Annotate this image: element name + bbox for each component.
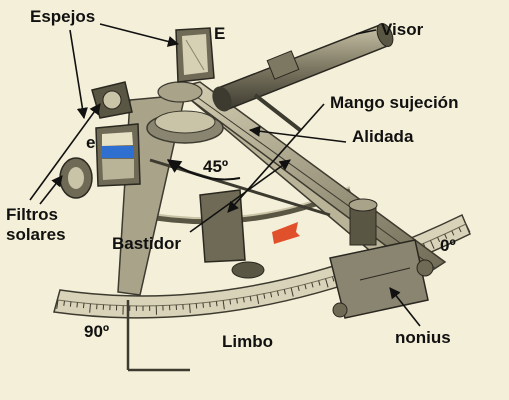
label-espejos: Espejos [30,7,96,26]
scale-tick [283,289,286,295]
scale-tick [331,276,335,282]
telescope-icon [212,23,394,132]
scale-tick [229,299,232,305]
scale-tick [444,233,448,239]
scale-tick [276,290,280,296]
scale-tick [465,223,471,233]
label-ninety-degrees: 90º [84,322,110,341]
pointer-alidada [248,125,347,143]
scale-tick [304,284,307,290]
scale-tick [69,301,72,307]
scale-tick [56,299,59,309]
scale-tick [458,227,462,233]
scale-tick [290,287,294,297]
scale-tick [451,230,455,236]
pointer-filtros-2 [39,175,63,205]
label-bastidor: Bastidor [112,234,181,253]
pointer-espejos-E [99,23,180,47]
scale-tick [297,285,300,292]
scale-tick [63,300,65,306]
label-mango-sujecion: Mango sujeción [330,93,459,112]
scale-tick [311,282,314,288]
scale-tick [76,302,78,308]
scale-tick [249,296,252,302]
blue-filter [102,146,134,158]
scale-tick [263,293,266,299]
label-mirror-e: e [86,133,96,152]
scale-tick [202,302,204,308]
scale-tick [318,280,321,286]
label-solares: solares [6,225,66,244]
label-filtros: Filtros [6,205,58,224]
label-alidada: Alidada [352,127,414,146]
scale-tick [430,240,435,249]
scale-tick [189,303,191,314]
label-nonius: nonius [395,328,451,347]
scale-tick [325,278,329,288]
angle-arc-arrow [166,159,241,181]
scale-tick [242,297,245,303]
scale-tick [256,294,260,304]
label-visor: Visor [381,20,424,39]
red-arrow-marker [272,222,300,244]
horizon-mirror [95,123,141,187]
pointer-nonius [389,287,421,327]
label-zero-degrees: 0º [440,236,456,255]
pivot-hub [146,81,224,144]
pointer-bastidor [189,159,291,233]
nonius-assembly [329,198,434,319]
scale-tick [437,237,441,243]
pointer-filtros-1 [29,103,101,201]
mirror-icon [175,27,215,83]
pointer-visor [355,29,377,35]
label-limbo: Limbo [222,332,273,351]
label-mirror-E: E [214,24,226,43]
pointer-espejos-e [69,29,88,120]
scale-tick [215,301,218,307]
scale-tick [236,298,238,304]
label-angle-45: 45º [203,157,229,176]
scale-tick [222,300,225,310]
label-pointers [29,23,421,327]
scale-tick [209,302,211,308]
alidada-edge [189,91,436,269]
scale-tick [89,303,91,313]
scale-tick [270,292,273,298]
